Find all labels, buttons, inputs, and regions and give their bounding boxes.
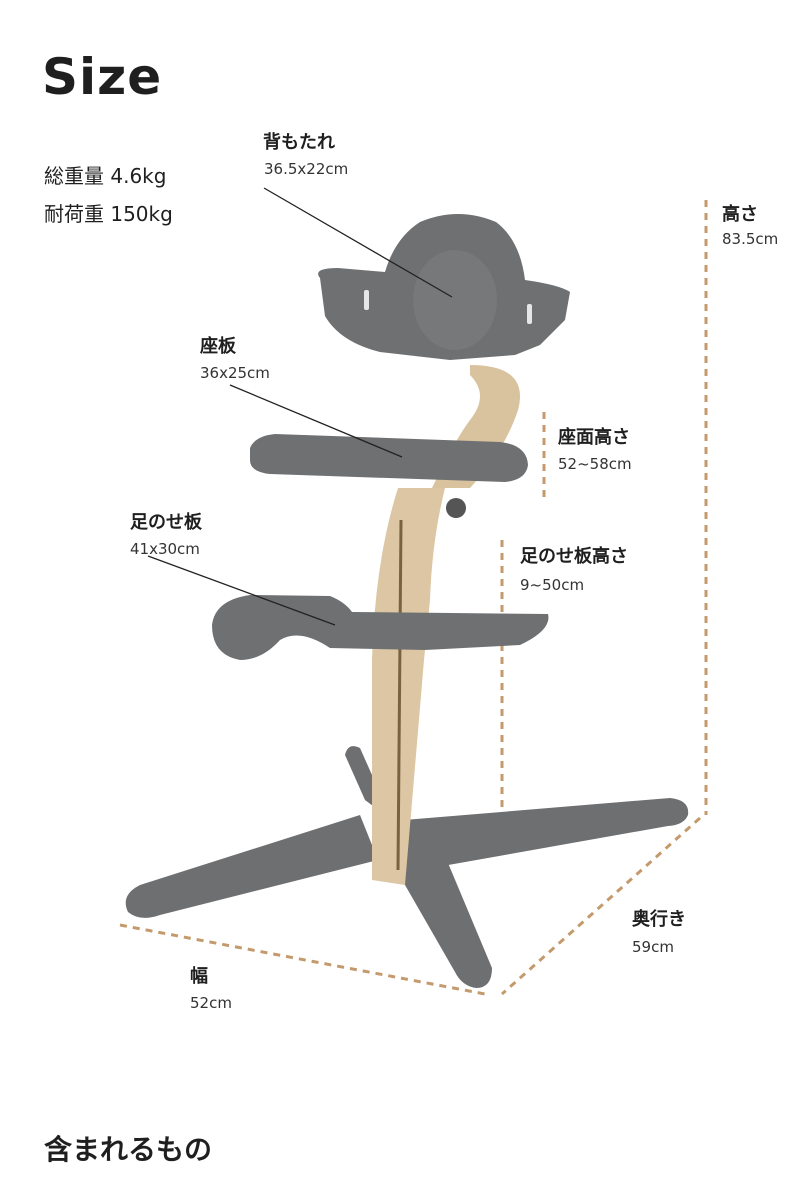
column-slot xyxy=(396,519,403,871)
footrest-height-label: 足のせ板高さ xyxy=(520,546,628,567)
backrest-leader xyxy=(263,187,453,298)
height-size: 83.5cm xyxy=(722,230,779,248)
backrest-label: 背もたれ xyxy=(263,132,335,153)
depth-dimension-line xyxy=(501,816,701,996)
adjust-knob xyxy=(446,498,466,518)
seat-height-label: 座面高さ xyxy=(558,427,630,448)
footrest-label: 足のせ板 xyxy=(130,512,202,533)
seat-size: 36x25cm xyxy=(200,364,270,382)
footrest-height-size: 9~50cm xyxy=(520,576,585,594)
depth-size: 59cm xyxy=(632,938,674,956)
load-capacity: 耐荷重 150kg xyxy=(44,202,173,226)
backrest-cushion xyxy=(413,250,497,350)
seat-label: 座板 xyxy=(200,336,236,357)
base-leg-left xyxy=(125,815,378,918)
total-weight: 総重量 4.6kg xyxy=(44,164,167,188)
lower-wood-post xyxy=(372,488,445,885)
dimension-lines xyxy=(119,200,708,996)
footrest-size: 41x30cm xyxy=(130,540,200,558)
seat-height-size: 52~58cm xyxy=(558,455,632,473)
depth-label: 奥行き xyxy=(632,909,686,930)
seat-leader xyxy=(229,384,403,458)
included-items-heading: 含まれるもの xyxy=(44,1133,213,1166)
height-label: 高さ xyxy=(722,204,758,225)
leader-lines xyxy=(147,187,453,626)
page-title: Size xyxy=(42,48,163,106)
width-dimension-line xyxy=(119,923,486,996)
width-label: 幅 xyxy=(190,966,208,987)
backrest-size: 36.5x22cm xyxy=(264,160,349,178)
backrest-slot-right xyxy=(527,304,532,324)
chair-base xyxy=(125,746,689,988)
backrest-slot-left xyxy=(364,290,369,310)
base-leg-right xyxy=(404,798,689,870)
seat-plate xyxy=(250,434,528,482)
footrest-leader xyxy=(147,555,336,626)
width-size: 52cm xyxy=(190,994,232,1012)
base-leg-front xyxy=(405,820,492,988)
